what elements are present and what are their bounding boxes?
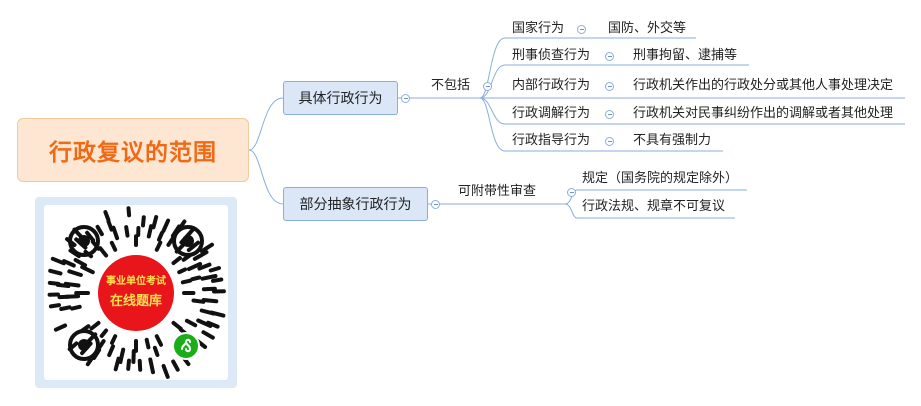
item-name[interactable]: 行政调解行为 [512,106,591,121]
item-name[interactable]: 国家行为 [512,21,565,36]
collapse-icon[interactable] [605,52,614,61]
qr-card[interactable]: 事业单位考试 在线题库 [44,205,228,380]
item-desc[interactable]: 行政机关作出的行政处分或其他人事处理决定 [633,78,894,93]
collapse-icon[interactable] [577,25,586,34]
branch-node-abstract-act[interactable]: 部分抽象行政行为 [283,187,428,221]
link-sub-item1 [479,37,506,99]
item-desc[interactable]: 行政法规、规章不可复议 [582,199,726,214]
subtopic-exclude[interactable]: 不包括 [431,78,471,93]
collapse-icon[interactable] [605,82,614,91]
mini-program-icon [172,332,200,360]
link-root-branch2 [248,149,284,205]
root-node[interactable]: 行政复议的范围 [17,118,249,182]
branch-label: 部分抽象行政行为 [299,197,412,213]
item-desc[interactable]: 行政机关对民事纠纷作出的调解或者其他处理 [633,106,894,121]
link-root-branch1 [248,97,284,151]
collapse-icon[interactable] [567,188,576,197]
item-desc[interactable]: 国防、外交等 [608,21,687,36]
collapse-icon[interactable] [431,200,440,209]
collapse-icon[interactable] [605,137,614,146]
item-desc[interactable]: 规定（国务院的规定除外） [582,171,739,186]
item-name[interactable]: 行政指导行为 [512,133,591,148]
branch-node-concrete-act[interactable]: 具体行政行为 [283,81,398,115]
qr-text-line2: 在线题库 [109,294,162,309]
collapse-icon[interactable] [483,82,492,91]
collapse-icon[interactable] [605,110,614,119]
qr-center-badge: 事业单位考试 在线题库 [98,255,174,331]
root-title: 行政复议的范围 [49,140,217,166]
item-name[interactable]: 刑事侦查行为 [512,48,591,63]
qr-text-line1: 事业单位考试 [106,276,166,287]
item-desc[interactable]: 刑事拘留、逮捕等 [633,48,738,63]
subtopic-incidental-review[interactable]: 可附带性审查 [458,184,537,199]
item-desc[interactable]: 不具有强制力 [633,133,712,148]
collapse-icon[interactable] [401,94,410,103]
item-name[interactable]: 内部行政行为 [512,78,591,93]
qr-code-icon [47,206,226,379]
branch-label: 具体行政行为 [298,91,383,107]
